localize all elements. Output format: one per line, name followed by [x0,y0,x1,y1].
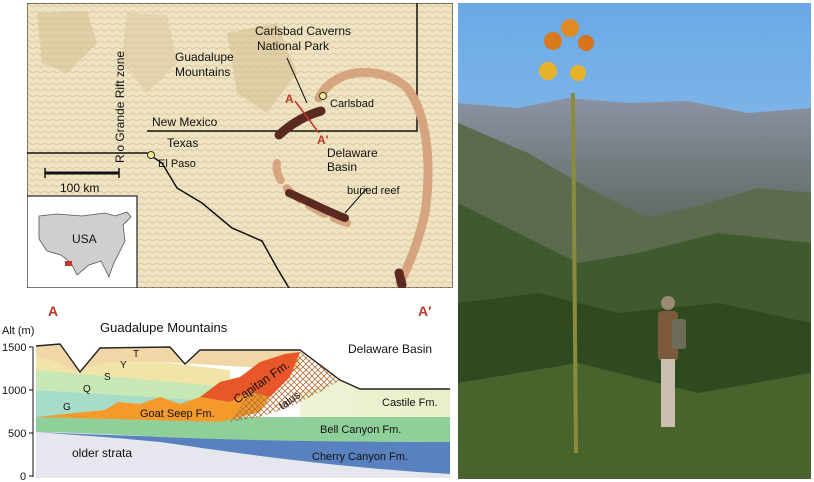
mountain-relief [122,13,177,93]
agave-flower [539,62,557,80]
cross-section: Alt (m) 1500 1000 500 0 A A′ Guadalupe M… [2,303,450,482]
delaware-label: Delaware [327,146,378,160]
unit-g: G [63,402,71,413]
cherry-canyon-layer [36,432,450,474]
guadalupe-label: Guadalupe [175,50,234,64]
unit-y: Y [120,360,127,371]
section-a-prime-label: A' [317,133,329,147]
guadalupe-label: Mountains [175,65,230,79]
s-layer [36,357,230,387]
bell-canyon-label: Bell Canyon Fm. [320,424,401,436]
section-a: A [48,303,58,319]
park-label: National Park [257,39,330,53]
location-map: Rio Grande Rift zone Guadalupe Mountains… [27,3,453,288]
older-strata-label: older strata [72,446,132,460]
exposed-reef [394,268,407,288]
texas-label: Texas [167,136,198,150]
inset-locator [65,261,72,266]
talus-layer [230,352,340,422]
unit-s: S [104,372,111,383]
landscape-photo [458,3,811,479]
agave-flower [570,65,586,81]
exposed-reef [285,189,349,222]
section-a-prime: A′ [418,303,432,319]
agave-flower [561,19,579,37]
section-line [294,100,320,134]
mountain-relief [37,11,97,73]
castile-label: Castile Fm. [382,397,438,409]
rift-label: Rio Grande Rift zone [113,51,127,163]
y-tick-label: 0 [20,471,26,482]
delaware-title: Delaware Basin [348,342,432,356]
guadalupe-title: Guadalupe Mountains [100,320,228,335]
goat-seep-layer [36,392,270,422]
carlsbad-label: Carlsbad [330,98,374,110]
usa-label: USA [72,232,97,246]
capitan-layer [200,352,300,402]
y-tick-label: 500 [8,428,26,440]
el-paso-marker [147,151,155,159]
buried-reef-arc [314,67,433,288]
pointer-line [344,187,368,214]
hiker-head [661,296,675,310]
y-tick-label: 1000 [2,385,26,397]
park-label: Carlsbad Caverns [255,24,351,38]
agave-flower [544,32,562,50]
hiker-backpack [672,319,686,349]
bell-canyon-layer [36,417,450,442]
unit-t: T [133,349,139,360]
y-axis-title: Alt (m) [2,325,34,337]
carlsbad-marker [319,92,327,100]
pointer-line [286,57,308,104]
t-layer [36,344,300,372]
section-a-label: A [285,92,294,106]
new-mexico-label: New Mexico [152,115,218,129]
cherry-canyon-label: Cherry Canyon Fm. [312,451,408,463]
y-tick-label: 1500 [2,342,26,354]
mountain-relief [227,23,297,113]
hiker-legs [661,359,675,427]
surface-profile [35,343,450,390]
unit-q: Q [83,384,91,395]
agave-stalk [571,92,578,454]
buried-reef-label: buried reef [347,185,401,197]
delaware-label: Basin [327,160,357,174]
foreground-vegetation [458,363,811,479]
nm-texas-border [147,3,418,132]
goat-seep-label: Goat Seep Fm. [140,408,215,420]
usa-outline [38,211,132,279]
el-paso-label: El Paso [158,158,196,170]
exposed-reef [274,106,326,140]
scale-label: 100 km [60,181,99,195]
agave-flower [578,35,594,51]
